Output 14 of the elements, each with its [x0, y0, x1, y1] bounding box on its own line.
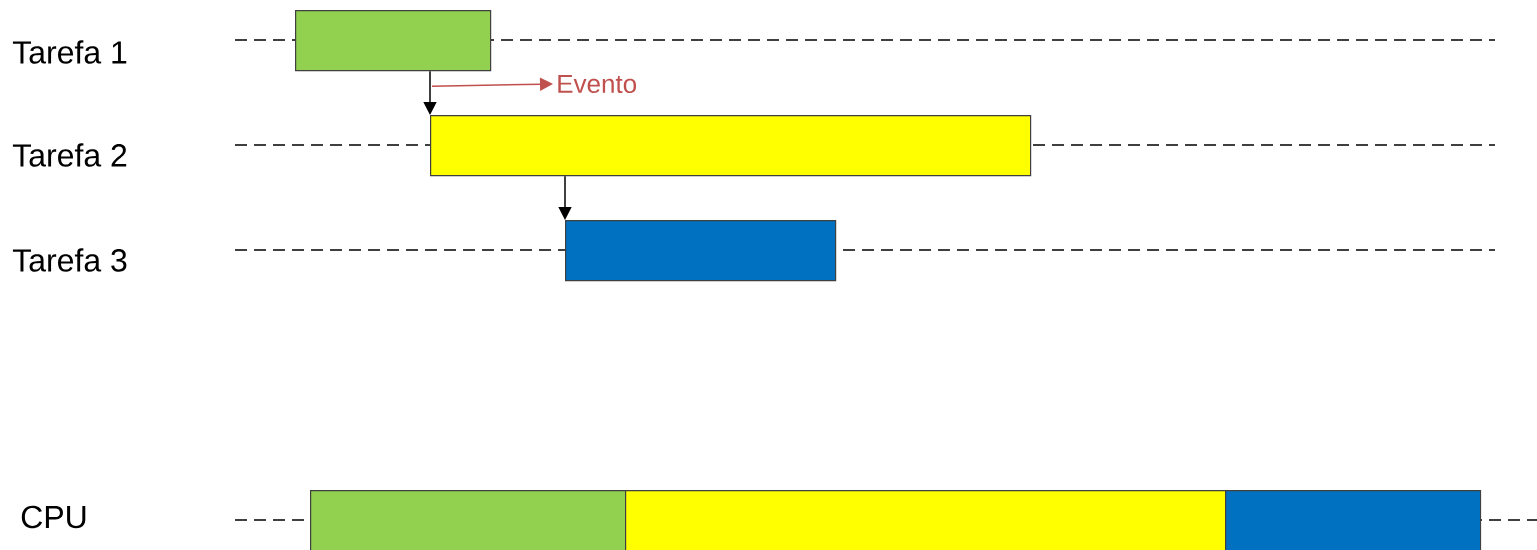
row-label: Tarefa 3: [12, 248, 127, 272]
arrow: [423, 70, 437, 115]
arrow: [558, 175, 572, 220]
arrow: [431, 77, 553, 91]
task-bar: [565, 220, 837, 282]
task-bar: [310, 490, 627, 550]
task-bar: [295, 10, 492, 72]
task-bar: [430, 115, 1032, 177]
event-label: Evento: [558, 74, 637, 94]
row-label: CPU: [21, 505, 86, 529]
row-label: Tarefa 1: [12, 40, 127, 64]
task-bar: [1225, 490, 1482, 550]
row-label: Tarefa 2: [12, 143, 127, 167]
task-bar: [625, 490, 1227, 550]
